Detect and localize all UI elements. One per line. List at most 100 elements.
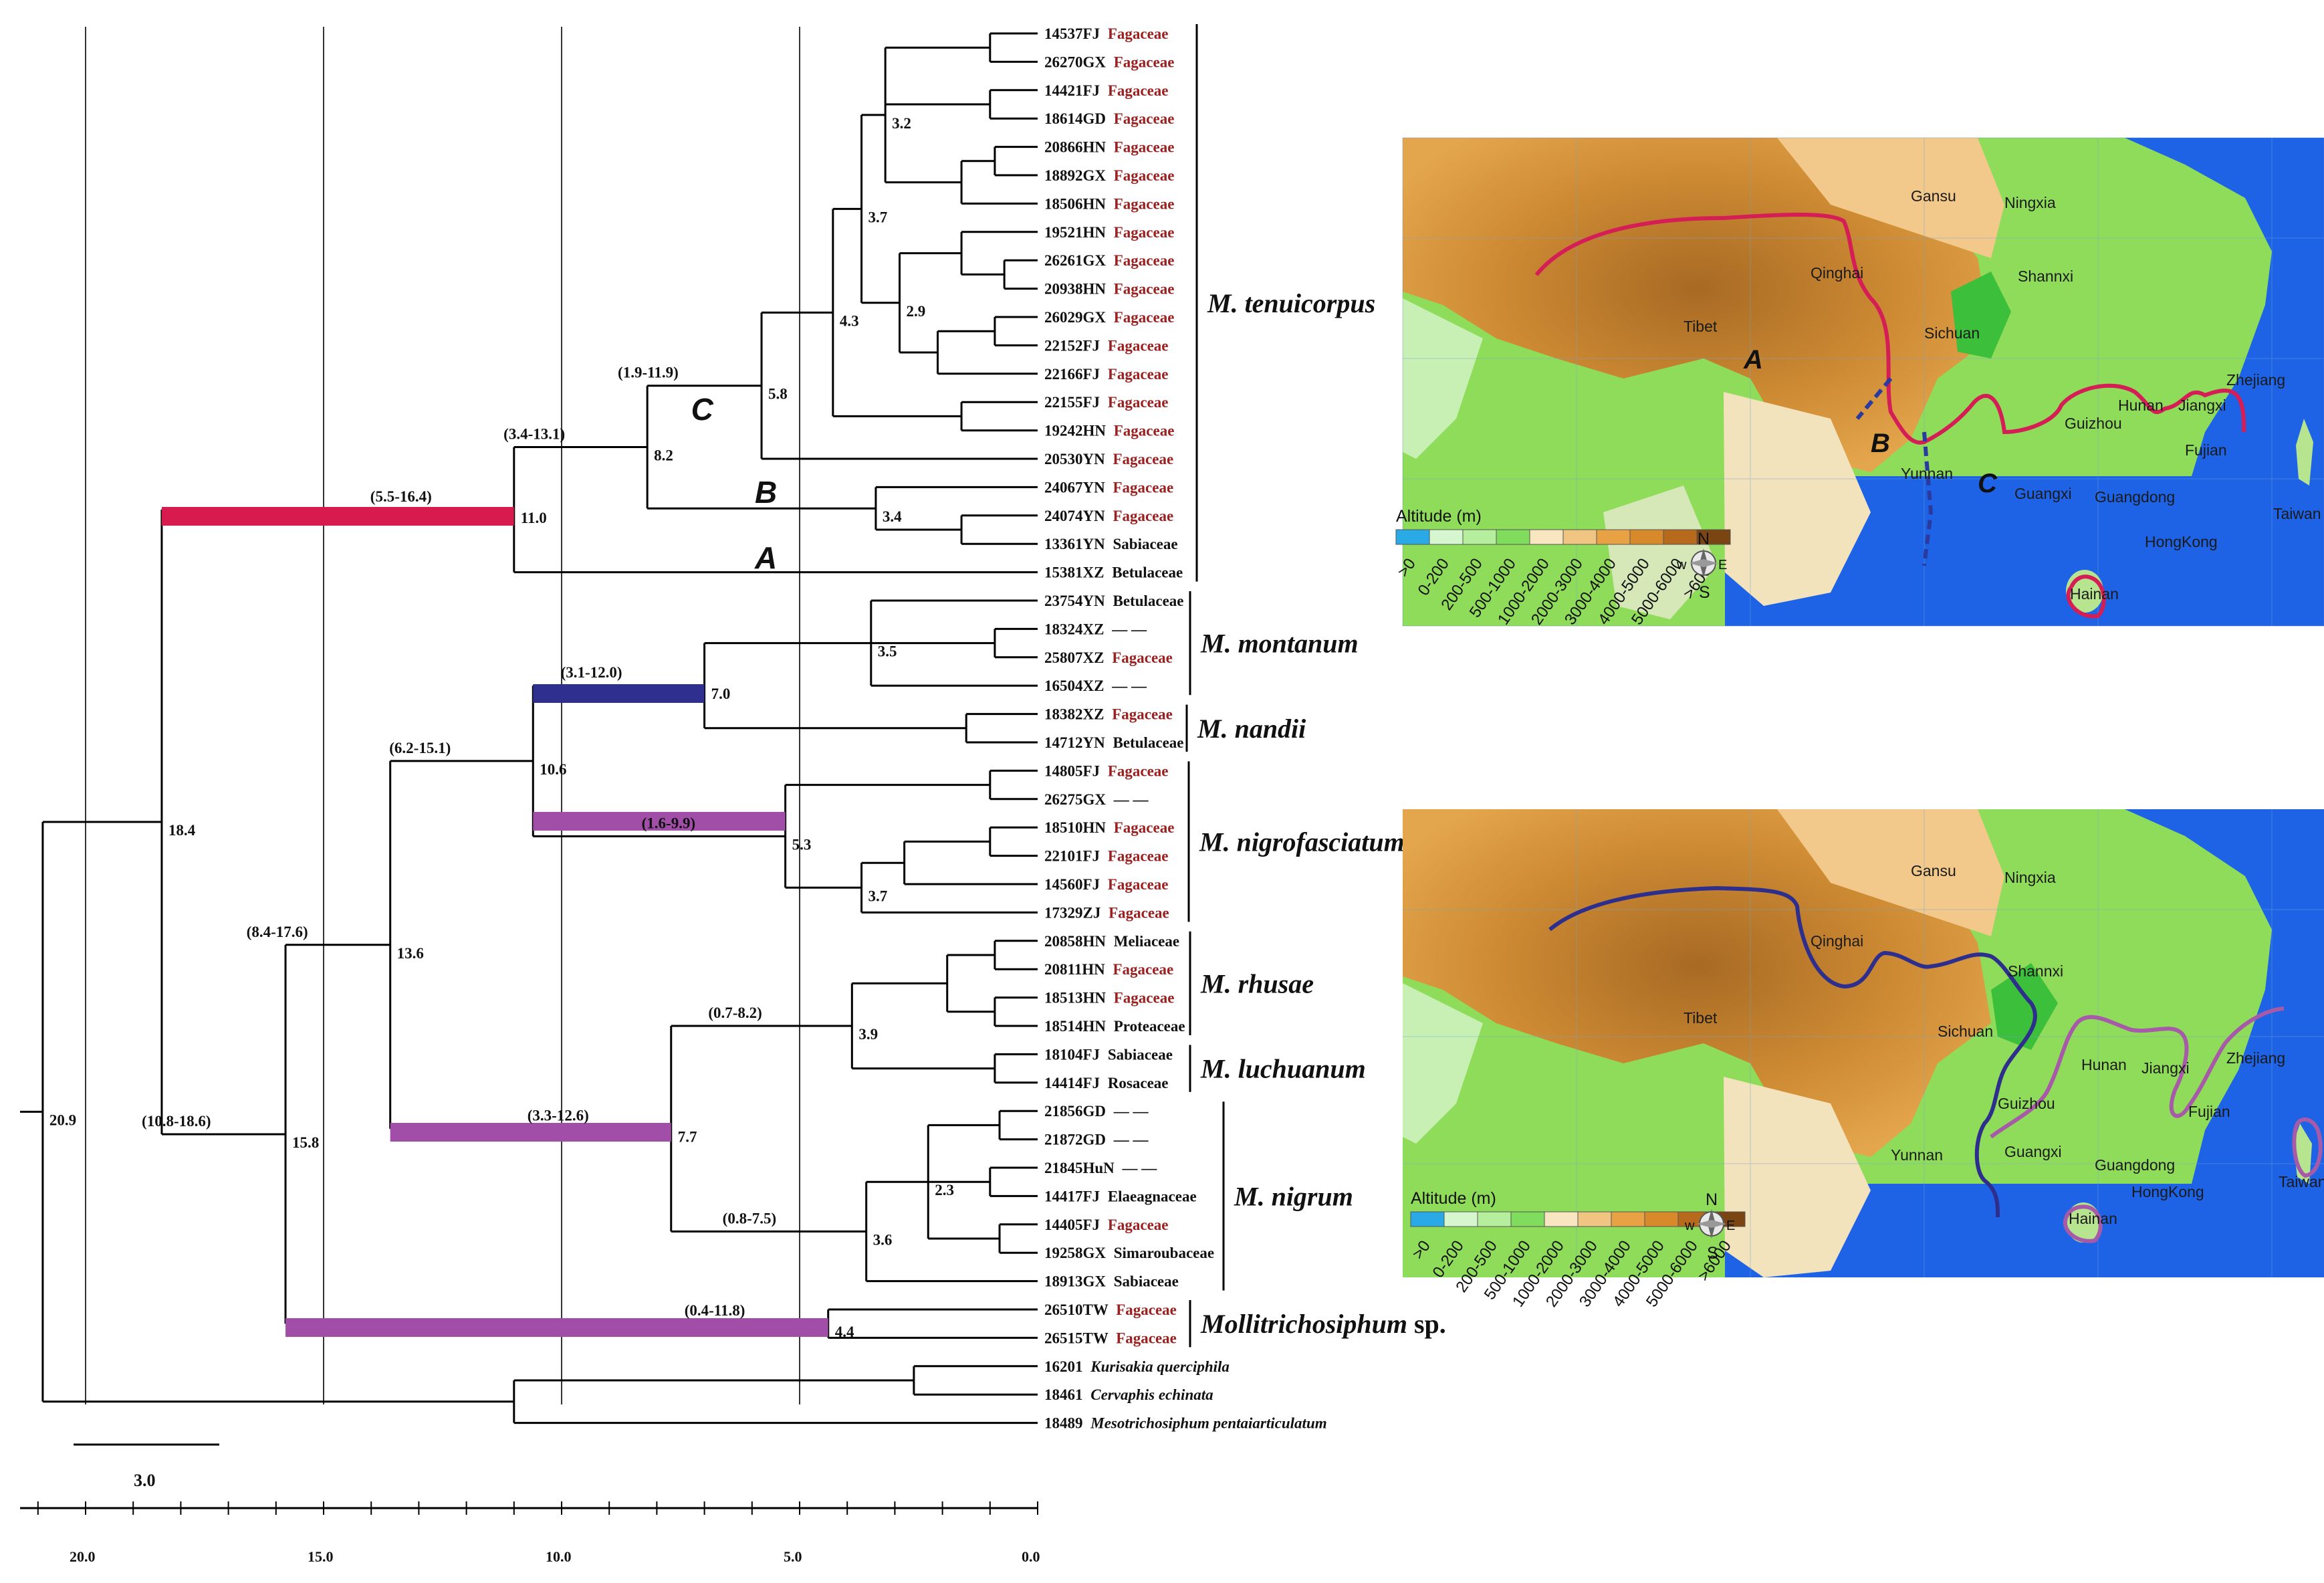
node-age-label: 13.6 (397, 945, 424, 962)
tip-label: 20858HN Meliaceae (1044, 933, 1179, 950)
tree-branches (20, 32, 1038, 1424)
node-age-label: 3.5 (878, 643, 897, 660)
tip-label: 21856GD — — (1044, 1103, 1149, 1120)
tip-label: 18913GX Sabiaceae (1044, 1273, 1179, 1290)
age-bar (161, 507, 514, 526)
map-bottom-terrain (1403, 809, 2324, 1277)
province-label-shannxi: Shannxi (2018, 268, 2073, 285)
province-label-sichuan: Sichuan (1924, 324, 1980, 342)
legend-swatch (1596, 529, 1631, 545)
province-label-zhejiang: Zhejiang (2226, 371, 2285, 389)
tip-label: 19242HN Fagaceae (1044, 423, 1174, 439)
tip-label: 26261GX Fagaceae (1044, 252, 1174, 269)
tip-label: 21845HuN — — (1044, 1160, 1157, 1176)
province-label-tibet: Tibet (1683, 1009, 1718, 1027)
province-label-yunnan: Yunnan (1891, 1146, 1943, 1164)
node-age-label: 10.6 (540, 761, 566, 778)
tip-label: 18513HN Fagaceae (1044, 990, 1174, 1007)
node-interval-label: (0.8-7.5) (723, 1210, 776, 1227)
node-age-label: 5.8 (768, 386, 788, 403)
taiwan-island (2296, 419, 2313, 486)
node-age-label: 3.7 (868, 209, 888, 225)
legend-swatch (1429, 529, 1464, 545)
clade-label: Mollitrichosiphum sp. (1200, 1309, 1446, 1339)
province-label-shannxi: Shannxi (2008, 962, 2063, 980)
province-label-guangdong: Guangdong (2095, 1156, 2175, 1174)
legend-swatch (1395, 529, 1430, 545)
node-age-label: 7.0 (711, 685, 731, 702)
node-interval-label: (3.3-12.6) (528, 1107, 589, 1124)
map-bottom-province-labels: Gansu NingxiaQinghaiShannxiTibetSichuanZh… (1683, 862, 2324, 1227)
province-label-hainan: Hainan (2070, 585, 2119, 603)
lineage-letter-b: B (755, 475, 777, 510)
node-age-label: 5.3 (792, 836, 812, 853)
province-label-qinghai: Qinghai (1811, 932, 1863, 950)
lineage-letter-c: C (691, 392, 714, 427)
tip-label: 26029GX Fagaceae (1044, 309, 1174, 326)
tip-label: 18510HN Fagaceae (1044, 819, 1174, 836)
province-label-yunnan: Yunnan (1901, 465, 1953, 482)
tip-label: 24067YN Fagaceae (1044, 479, 1173, 496)
age-bar (390, 1123, 671, 1142)
clade-label: M. tenuicorpus (1207, 288, 1375, 318)
node-labels: 3.22.93.74.35.8(1.9-11.9)3.48.2(3.4-13.1… (49, 115, 954, 1340)
province-label-gansu: Gansu (1911, 862, 1956, 879)
province-label-guangxi: Guangxi (2004, 1143, 2062, 1160)
compass-w: w (1684, 1219, 1695, 1233)
time-gridlines (85, 27, 800, 1404)
node-interval-label: (3.1-12.0) (561, 664, 622, 681)
legend-swatch (1696, 529, 1731, 545)
tip-label: 16504XZ — — (1044, 677, 1147, 694)
tip-label: 17329ZJ Fagaceae (1044, 904, 1169, 921)
province-label-sichuan: Sichuan (1938, 1023, 1993, 1040)
tip-label: 21872GD — — (1044, 1132, 1149, 1148)
compass-e: E (1726, 1219, 1735, 1233)
compass-w: w (1676, 558, 1687, 572)
tip-label: 18382XZ Fagaceae (1044, 706, 1173, 723)
province-label-ningxia: Ningxia (2004, 869, 2056, 886)
sea-east (2125, 809, 2324, 1184)
legend-swatch (1410, 1211, 1445, 1227)
clade-label: M. nigrum (1234, 1181, 1353, 1211)
clade-label: M. montanum (1200, 629, 1359, 659)
node-interval-label: (1.9-11.9) (618, 364, 679, 381)
tip-label: 14712YN Betulaceae (1044, 734, 1184, 751)
node-age-label: 2.9 (907, 303, 926, 320)
legend-swatch (1629, 529, 1664, 545)
province-label-hunan: Hunan (2118, 397, 2164, 414)
compass-s: S (1707, 1244, 1718, 1263)
province-label-jiangxi: Jiangxi (2141, 1059, 2190, 1077)
legend-swatch (1529, 529, 1564, 545)
node-interval-label: (5.5-16.4) (370, 488, 432, 505)
node-age-label: 3.4 (883, 508, 902, 525)
tip-label: 20938HN Fagaceae (1044, 281, 1174, 298)
province-label-zhejiang: Zhejiang (2226, 1049, 2285, 1067)
hainan-island (2066, 1202, 2101, 1243)
node-interval-label: (8.4-17.6) (247, 924, 308, 940)
node-interval-label: (0.7-8.2) (708, 1005, 762, 1021)
province-label-guangxi: Guangxi (2014, 485, 2072, 502)
province-label-qinghai: Qinghai (1811, 264, 1863, 282)
node-age-label: 8.2 (654, 447, 673, 463)
phylogenetic-tree: 3.22.93.74.35.8(1.9-11.9)3.48.2(3.4-13.1… (20, 24, 1446, 1565)
province-label-guizhou: Guizhou (1998, 1095, 2055, 1112)
province-label-fujian: Fujian (2185, 441, 2227, 459)
node-interval-label: (0.4-11.8) (685, 1302, 745, 1319)
province-label-hongkong: HongKong (2145, 533, 2218, 550)
node-age-label: 11.0 (521, 510, 547, 526)
altitude-legend-title: Altitude (m) (1396, 507, 1482, 526)
province-label-hongkong: HongKong (2131, 1183, 2204, 1200)
node-age-label: 4.3 (840, 312, 859, 329)
node-age-label: 2.3 (935, 1182, 954, 1198)
legend-swatch (1663, 529, 1698, 545)
tip-label: 18104FJ Sabiaceae (1044, 1046, 1173, 1063)
province-label-tibet: Tibet (1683, 318, 1718, 335)
tip-label: 18461 Cervaphis echinata (1044, 1386, 1213, 1403)
legend-swatch (1443, 1211, 1478, 1227)
tip-label: 14805FJ Fagaceae (1044, 762, 1169, 779)
altitude-legend-title: Altitude (m) (1411, 1189, 1496, 1208)
